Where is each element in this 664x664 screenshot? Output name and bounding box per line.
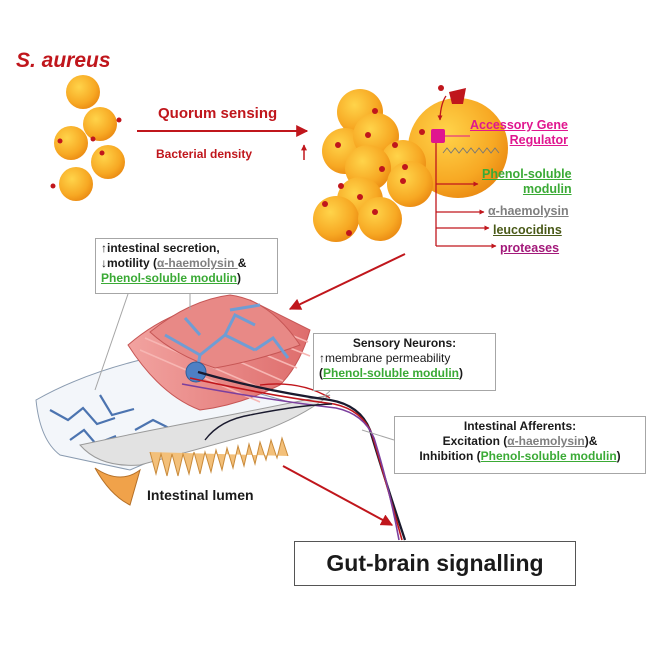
bacteria-left: [50, 75, 125, 201]
quorum-sensing-label: Quorum sensing: [158, 105, 278, 122]
signal-arrow: [282, 465, 394, 526]
intestinal-afferents-callout: Intestinal Afferents: Excitation (α-haem…: [394, 416, 646, 474]
organism-title: S. aureus: [16, 49, 111, 72]
intestinal-wall: [35, 294, 331, 506]
callout-lines: [94, 293, 395, 441]
proteases-label: proteases: [500, 241, 560, 255]
intestinal-lumen-label: Intestinal lumen: [147, 487, 254, 503]
down-arrow: ↓: [101, 256, 107, 270]
afferent-fibres: [181, 370, 407, 541]
leucocidins-label: leucocidins: [493, 223, 562, 237]
up-arrow: ↑: [319, 351, 325, 365]
bacteria-cluster: [313, 89, 508, 242]
alpha-haemolysin-label: α-haemolysin: [488, 204, 569, 218]
up-arrow: ↑: [101, 241, 107, 255]
agr-receptor: [431, 85, 500, 249]
secretion-motility-callout: ↑intestinal secretion, ↓motility (α-haem…: [95, 238, 278, 294]
gut-brain-signalling-box: Gut-brain signalling: [294, 541, 576, 586]
toxin-arrow: [288, 253, 406, 310]
sensory-neurons-callout: Sensory Neurons: ↑membrane permeability …: [313, 333, 496, 391]
bacterial-density-label: Bacterial density: [156, 147, 253, 161]
